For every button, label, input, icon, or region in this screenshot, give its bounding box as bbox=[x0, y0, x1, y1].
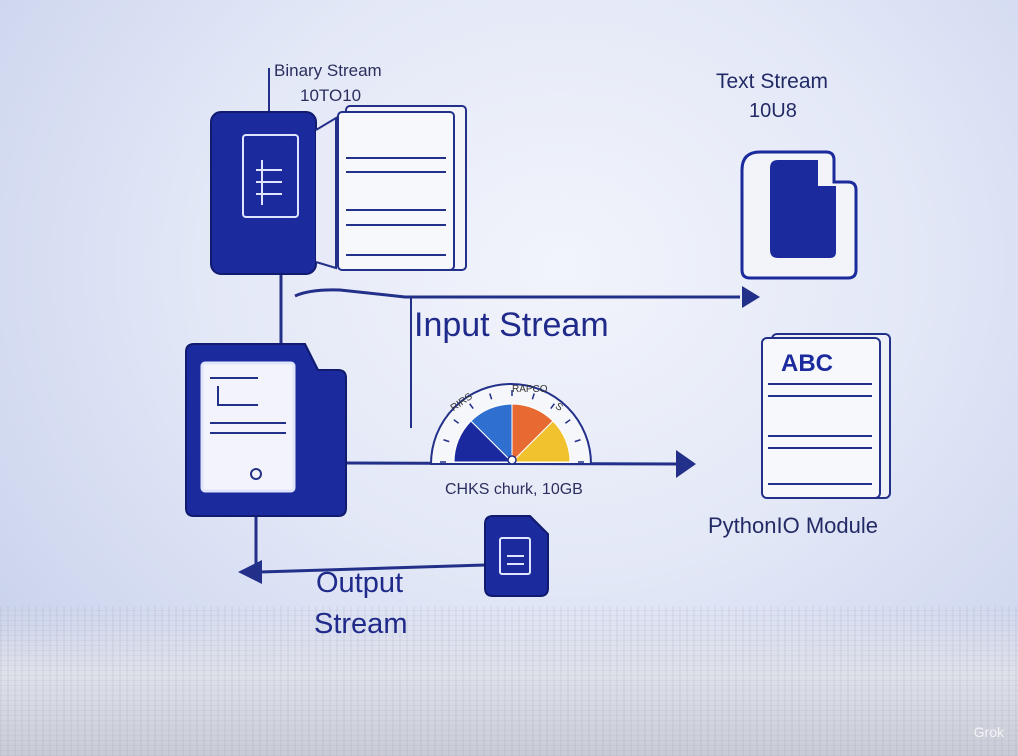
gauge-tick bbox=[531, 393, 535, 400]
gauge-tick bbox=[550, 403, 555, 410]
python-io-doc-stack bbox=[761, 333, 891, 499]
gauge-segment-4 bbox=[510, 420, 571, 463]
gauge-tick bbox=[489, 393, 493, 400]
binary-doc-stack bbox=[337, 105, 467, 271]
input-arrow-head bbox=[742, 286, 760, 308]
abc-label: ABC bbox=[781, 350, 833, 377]
gauge-label-top: RAPCO bbox=[512, 384, 548, 395]
text-stream-title: Text Stream bbox=[716, 70, 829, 93]
text-stream-value: 10U8 bbox=[749, 100, 797, 122]
gauge-tick bbox=[574, 439, 581, 443]
ground-surface bbox=[0, 606, 1018, 756]
text-stream-folder-icon bbox=[740, 150, 858, 280]
output-stream-line bbox=[259, 563, 486, 574]
gauge-tick bbox=[469, 403, 474, 410]
output-file-icon bbox=[484, 515, 549, 597]
watermark: Grok bbox=[973, 724, 1004, 740]
gauge-tick bbox=[453, 419, 460, 424]
input-stream-label: Input Stream bbox=[414, 306, 609, 344]
python-io-module-label: PythonIO Module bbox=[708, 513, 878, 538]
folder-device bbox=[185, 343, 347, 517]
gauge-tick bbox=[443, 439, 450, 443]
gauge-pivot bbox=[507, 455, 517, 465]
connector-lines bbox=[254, 68, 740, 574]
chunk-arrow-head bbox=[676, 450, 696, 478]
binary-device-hinge bbox=[315, 116, 337, 270]
input-stream-line bbox=[294, 288, 740, 299]
output-arrow-head bbox=[238, 560, 262, 584]
output-stream-label-line1: Output bbox=[316, 567, 404, 599]
gauge-tick bbox=[564, 419, 571, 424]
document-icon bbox=[242, 134, 299, 218]
output-stream-label-line2: Stream bbox=[314, 608, 408, 640]
chunk-label: CHKS churk, 10GB bbox=[445, 481, 583, 498]
document-lines bbox=[256, 160, 282, 205]
binary-stream-title: Binary Stream bbox=[274, 61, 382, 80]
chunk-gauge bbox=[429, 383, 593, 465]
binary-stream-device bbox=[210, 111, 337, 275]
binary-stream-value: 10TO10 bbox=[300, 86, 362, 105]
gauge-segments bbox=[440, 390, 584, 464]
